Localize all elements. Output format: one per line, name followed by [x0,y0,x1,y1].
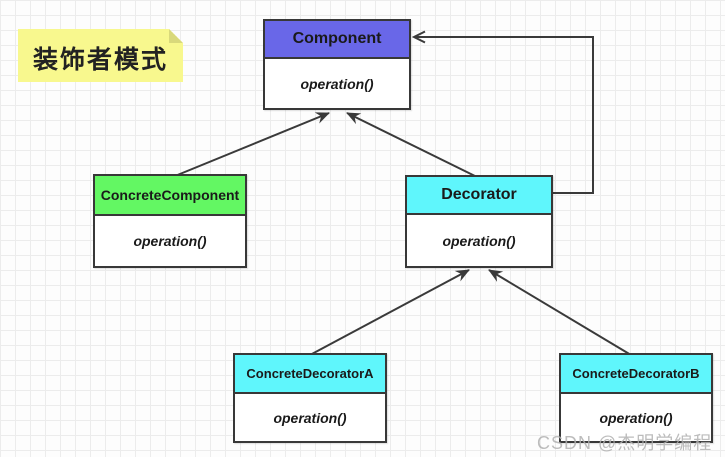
class-method: operation() [442,232,516,249]
class-header-component: Component [265,21,409,59]
edge-concretedecoratorb-extends-decorator [488,269,632,356]
edge-concretecomponent-extends-component [174,112,330,177]
class-title: Decorator [441,186,517,203]
title-note: 装饰者模式 [18,29,183,82]
class-box-concrete-decorator-a: ConcreteDecoratorA operation() [233,353,387,443]
class-method: operation() [273,409,347,426]
class-header-decorator: Decorator [407,177,551,215]
class-box-decorator: Decorator operation() [405,175,553,268]
class-body-decorator: operation() [407,215,551,266]
class-title: ConcreteComponent [100,187,240,203]
class-title: ConcreteDecoratorB [572,366,700,381]
note-fold-corner [169,29,183,43]
edge-decorator-extends-component [346,112,478,178]
title-note-label: 装饰者模式 [32,45,168,74]
class-method: operation() [300,75,374,92]
class-method: operation() [133,233,207,249]
class-body-component: operation() [265,59,409,108]
class-body-concrete-decorator-b: operation() [561,394,711,441]
watermark: CSDN @杰明学编程 [537,433,713,453]
class-body-concrete-decorator-a: operation() [235,394,385,441]
edge-concretedecoratora-extends-decorator [309,269,470,356]
class-box-concrete-decorator-b: ConcreteDecoratorB operation() [559,353,713,443]
class-method: operation() [599,409,673,426]
class-title: ConcreteDecoratorA [246,366,374,381]
edge-decorator-references-component [415,37,594,194]
class-title: Component [292,30,382,47]
class-header-concrete-decorator-a: ConcreteDecoratorA [235,355,385,394]
class-header-concrete-component: ConcreteComponent [95,176,245,216]
class-body-concrete-component: operation() [95,216,245,266]
class-box-component: Component operation() [263,19,411,110]
class-header-concrete-decorator-b: ConcreteDecoratorB [561,355,711,394]
class-box-concrete-component: ConcreteComponent operation() [93,174,247,268]
